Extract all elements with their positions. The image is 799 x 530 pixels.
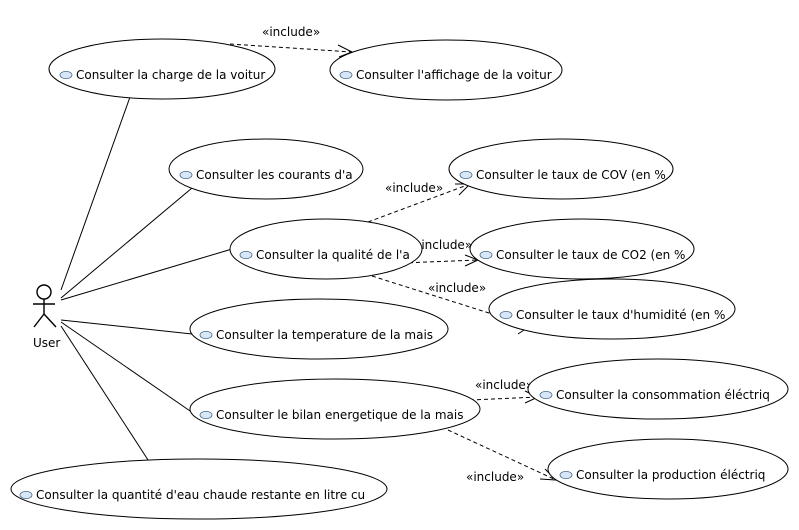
use-case-consommation[interactable]: Consulter la consommation éléctriq bbox=[527, 358, 789, 420]
use-case-bilan-energetique[interactable]: Consulter le bilan energetique de la mai… bbox=[189, 378, 481, 440]
use-case-eau-chaude[interactable]: Consulter la quantité d'eau chaude resta… bbox=[10, 458, 388, 520]
association-line bbox=[60, 319, 193, 335]
include-dependency-line bbox=[447, 429, 557, 481]
use-case-production[interactable]: Consulter la production éléctriq bbox=[547, 438, 789, 500]
include-label: «include» bbox=[428, 281, 486, 295]
use-case-icon bbox=[179, 170, 193, 179]
use-case-icon bbox=[539, 390, 553, 399]
include-label: «include» bbox=[262, 25, 320, 39]
association-line bbox=[60, 321, 194, 414]
use-case-qualite-air[interactable]: Consulter la qualité de l'a bbox=[229, 218, 423, 280]
use-case-icon bbox=[199, 330, 213, 339]
use-case-label: Consulter le taux d'humidité (en % bbox=[516, 308, 725, 322]
use-case-label: Consulter le taux de COV (en % bbox=[476, 168, 666, 182]
use-case-taux-cov[interactable]: Consulter le taux de COV (en % bbox=[448, 138, 674, 200]
use-case-label: Consulter le bilan energetique de la mai… bbox=[216, 408, 463, 422]
use-case-icon bbox=[499, 310, 513, 319]
use-case-temperature[interactable]: Consulter la temperature de la mais bbox=[189, 298, 449, 360]
actor-icon bbox=[33, 284, 57, 328]
use-case-label: Consulter le taux de CO2 (en % bbox=[496, 248, 685, 262]
use-case-label: Consulter l'affichage de la voitur bbox=[356, 68, 552, 82]
use-case-label: Consulter la temperature de la mais bbox=[216, 328, 433, 342]
use-case-icon bbox=[19, 490, 33, 499]
use-case-icon bbox=[559, 470, 573, 479]
include-label: «include» bbox=[475, 378, 533, 392]
actor-user[interactable]: User bbox=[33, 284, 60, 350]
include-dependency-line bbox=[229, 43, 353, 53]
association-line bbox=[60, 325, 151, 464]
use-case-label: Consulter la quantité d'eau chaude resta… bbox=[36, 488, 365, 502]
use-case-icon bbox=[59, 71, 73, 80]
use-case-label: Consulter la qualité de l'a bbox=[256, 248, 410, 262]
actor-label: User bbox=[33, 336, 60, 350]
include-label: «include» bbox=[414, 238, 472, 252]
include-label: «include» bbox=[466, 470, 524, 484]
association-line bbox=[60, 96, 131, 291]
include-label: «include» bbox=[385, 181, 443, 195]
use-case-icon bbox=[459, 170, 473, 179]
use-case-taux-humidite[interactable]: Consulter le taux d'humidité (en % bbox=[488, 278, 736, 340]
use-case-label: Consulter la charge de la voitur bbox=[76, 68, 265, 82]
use-case-affichage-voiture[interactable]: Consulter l'affichage de la voitur bbox=[329, 39, 563, 101]
use-case-label: Consulter les courants d'a bbox=[196, 168, 353, 182]
use-case-icon bbox=[199, 410, 213, 419]
use-case-icon bbox=[339, 71, 353, 80]
use-case-label: Consulter la consommation éléctriq bbox=[556, 388, 770, 402]
include-dependency-line bbox=[469, 396, 539, 401]
use-case-label: Consulter la production éléctriq bbox=[576, 468, 765, 482]
use-case-courants[interactable]: Consulter les courants d'a bbox=[168, 138, 364, 200]
include-dependency-line bbox=[401, 259, 479, 264]
use-case-icon bbox=[479, 250, 493, 259]
use-case-charge-voiture[interactable]: Consulter la charge de la voitur bbox=[48, 38, 276, 100]
association-line bbox=[60, 187, 193, 299]
association-line bbox=[60, 248, 233, 301]
use-case-icon bbox=[239, 250, 253, 259]
use-case-taux-co2[interactable]: Consulter le taux de CO2 (en % bbox=[469, 218, 695, 280]
